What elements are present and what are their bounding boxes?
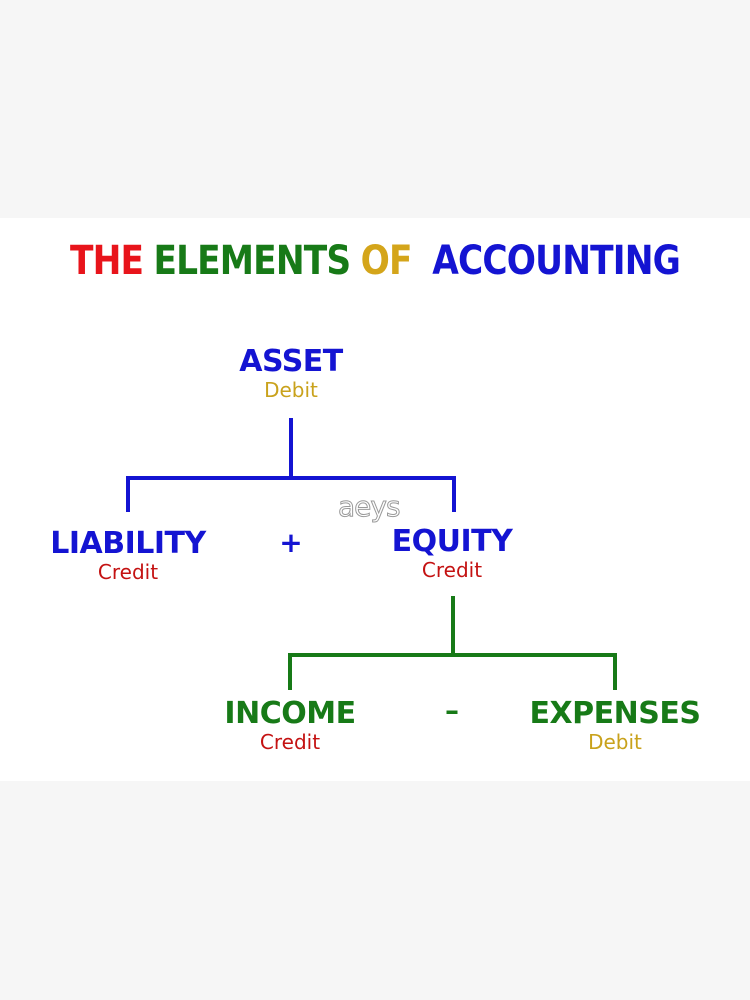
- node-asset-label: ASSET: [239, 344, 343, 379]
- node-expenses-label: EXPENSES: [529, 696, 701, 731]
- node-equity-label: EQUITY: [391, 524, 513, 559]
- node-expenses-side: Debit: [588, 730, 642, 754]
- node-income-label: INCOME: [224, 696, 356, 731]
- title-word-the: THE: [69, 238, 144, 284]
- operator-plus: +: [279, 526, 303, 559]
- node-liability-label: LIABILITY: [50, 526, 206, 561]
- title-word-of: OF: [360, 238, 413, 284]
- connector-equity-bar: [288, 653, 617, 657]
- node-liability: LIABILITY Credit: [50, 526, 206, 585]
- connector-equity-stem: [451, 596, 455, 657]
- node-liability-side: Credit: [97, 560, 159, 584]
- watermark: aeys: [338, 490, 402, 524]
- connector-liability-drop: [126, 476, 130, 512]
- node-asset: ASSET Debit: [239, 344, 343, 403]
- operator-minus: –: [445, 694, 459, 727]
- diagram-panel: [0, 218, 750, 781]
- node-equity: EQUITY Credit: [391, 524, 513, 583]
- title-word-accounting: ACCOUNTING: [432, 238, 681, 284]
- title-word-elements: ELEMENTS: [153, 238, 351, 284]
- node-expenses: EXPENSES Debit: [529, 696, 701, 755]
- connector-asset-bar: [126, 476, 456, 480]
- connector-income-drop: [288, 653, 292, 690]
- connector-equity-drop: [452, 476, 456, 512]
- node-asset-side: Debit: [264, 378, 318, 402]
- connector-expenses-drop: [613, 653, 617, 690]
- node-income-side: Credit: [259, 730, 321, 754]
- node-equity-side: Credit: [421, 558, 483, 582]
- node-income: INCOME Credit: [224, 696, 356, 755]
- connector-asset-stem: [289, 418, 293, 480]
